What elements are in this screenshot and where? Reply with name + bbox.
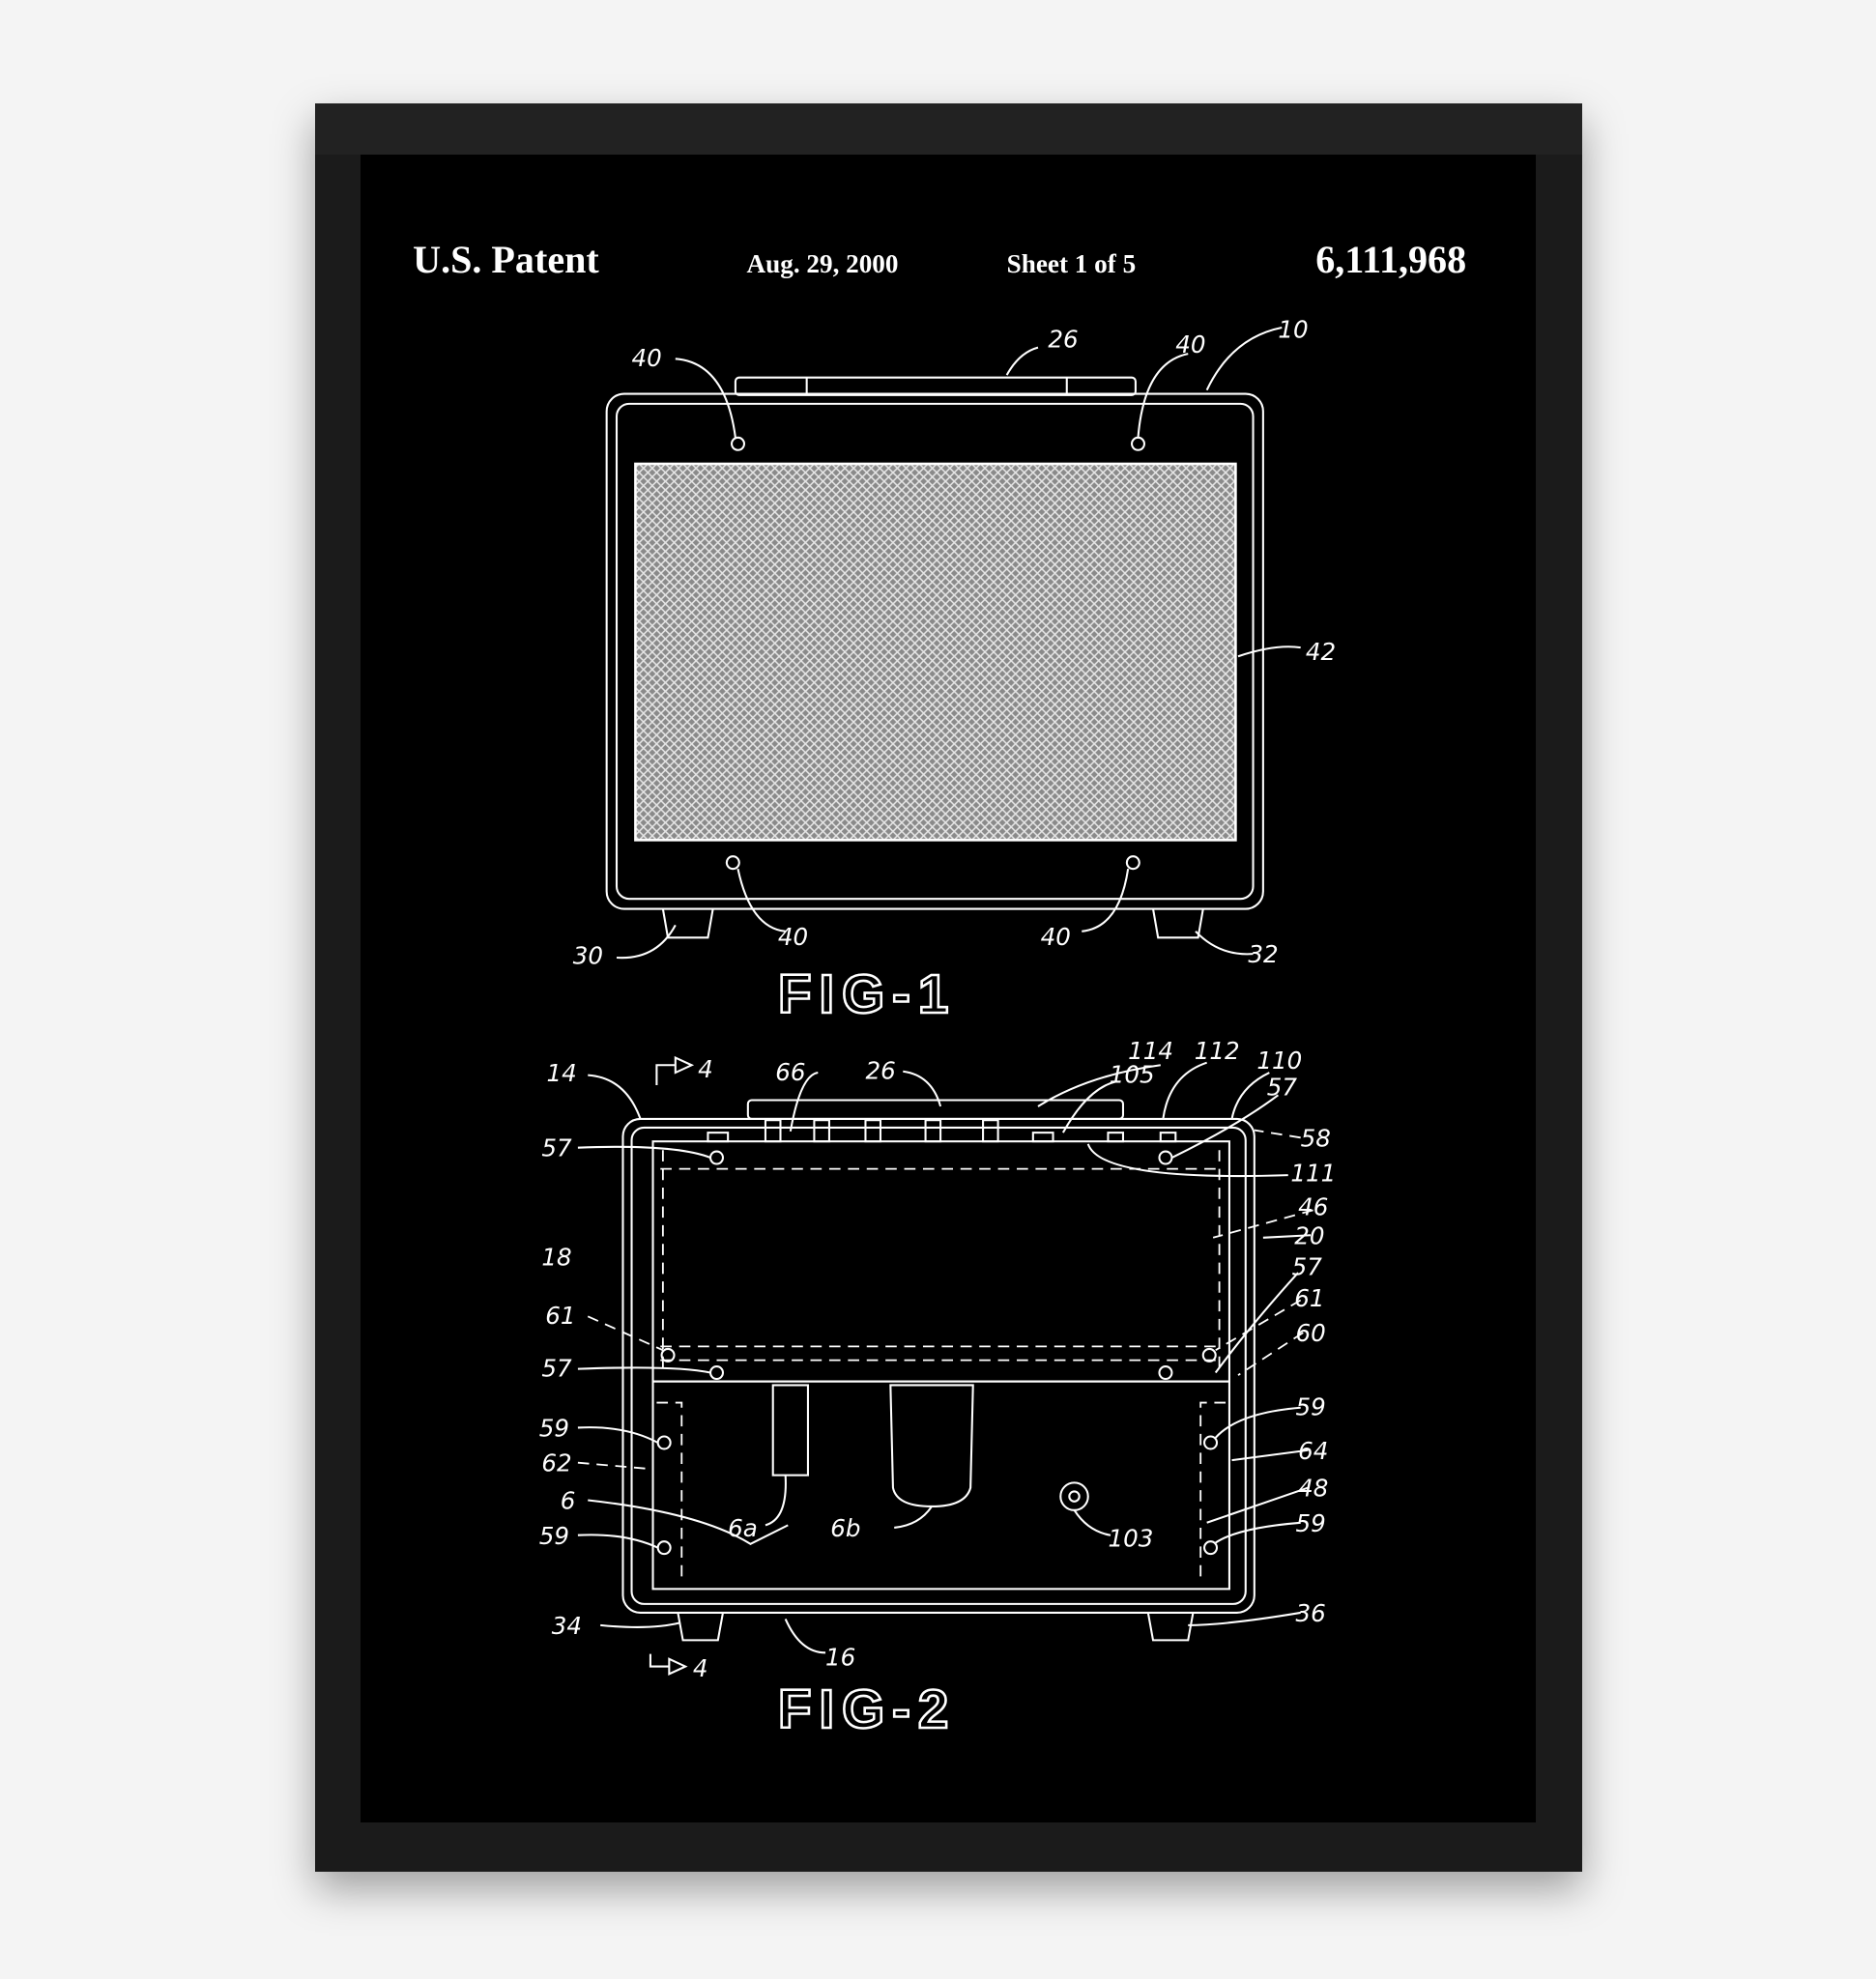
patent-label: U.S. Patent (413, 238, 599, 281)
ref-label: 42 (1306, 638, 1336, 666)
fig1-title: FIG-1 (778, 963, 956, 1025)
section-marker: 4 (698, 1055, 713, 1083)
patent-date: Aug. 29, 2000 (747, 249, 899, 278)
ref-label: 105 (1110, 1060, 1155, 1088)
ref-label: 14 (547, 1059, 577, 1087)
ref-label: 59 (1296, 1393, 1326, 1421)
ref-label: 57 (541, 1134, 572, 1162)
speaker-grille (634, 462, 1237, 842)
ref-label: 6b (830, 1514, 860, 1542)
ref-label: 61 (545, 1302, 575, 1330)
ref-label: 10 (1278, 315, 1308, 343)
frame-top-bevel (315, 103, 1582, 155)
ref-label: 111 (1290, 1160, 1336, 1188)
ref-label: 57 (1267, 1073, 1298, 1101)
ref-label: 62 (541, 1449, 571, 1477)
ref-label: 40 (778, 923, 808, 951)
fig2-title: FIG-2 (778, 1678, 956, 1740)
ref-label: 6a (728, 1514, 758, 1542)
ref-label: 46 (1298, 1193, 1328, 1221)
knob-icons (707, 1119, 1177, 1143)
ref-label: 64 (1298, 1437, 1328, 1465)
tube-6b (889, 1384, 974, 1507)
ref-label: 59 (1296, 1509, 1326, 1537)
ref-label: 114 (1128, 1037, 1173, 1065)
ref-label: 57 (541, 1354, 572, 1382)
ref-label: 26 (865, 1057, 895, 1085)
ref-label: 40 (1175, 330, 1205, 359)
ref-label: 18 (541, 1243, 571, 1271)
ref-label: 66 (775, 1058, 805, 1086)
ref-label: 48 (1298, 1475, 1328, 1503)
ref-label: 110 (1256, 1047, 1302, 1075)
ref-label: 16 (825, 1643, 855, 1671)
ref-label: 40 (1041, 923, 1071, 951)
section-marker: 4 (693, 1654, 708, 1682)
ref-label: 36 (1296, 1599, 1326, 1627)
screw-icons (656, 1150, 1219, 1556)
poster-background (361, 155, 1536, 1822)
ref-label: 58 (1301, 1124, 1331, 1152)
patent-number: 6,111,968 (1315, 238, 1466, 281)
ref-label: 59 (539, 1522, 569, 1550)
ref-label: 6 (561, 1487, 576, 1515)
ref-label: 26 (1048, 326, 1078, 354)
ref-label: 103 (1108, 1524, 1153, 1552)
sheet-number: Sheet 1 of 5 (1007, 249, 1137, 278)
fig1-amplifier-front: 26 40 40 10 42 40 40 30 32 FIG-1 (573, 315, 1336, 1026)
ref-label: 40 (632, 344, 662, 372)
fig2-amplifier-rear: 14 4 66 26 114 105 112 110 57 58 57 111 … (539, 1037, 1336, 1741)
ref-label: 34 (552, 1612, 582, 1640)
ref-label: 57 (1292, 1253, 1323, 1281)
ref-label: 32 (1248, 940, 1278, 968)
tube-6a (771, 1384, 809, 1477)
ref-label: 60 (1296, 1319, 1326, 1347)
ref-label: 59 (539, 1415, 569, 1443)
screw-icons (725, 436, 1146, 871)
ref-label: 20 (1294, 1221, 1324, 1249)
ref-label: 30 (573, 941, 603, 969)
ref-label: 112 (1195, 1037, 1240, 1065)
ref-label: 61 (1294, 1284, 1324, 1312)
